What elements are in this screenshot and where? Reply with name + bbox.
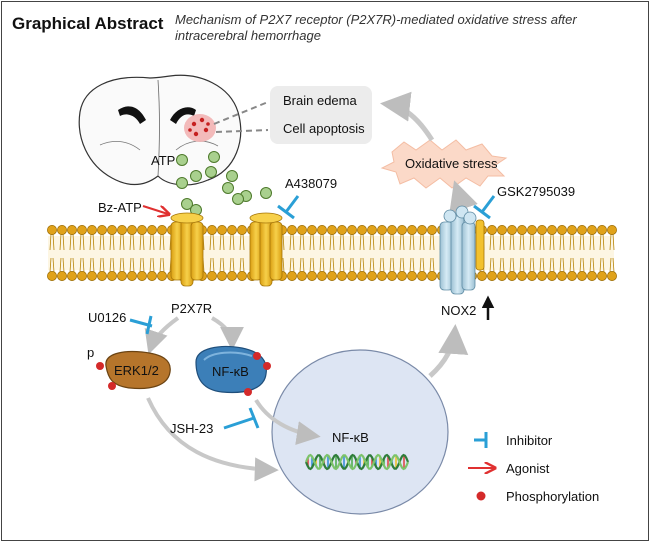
figure-title: Graphical Abstract [12, 14, 164, 33]
p2x7r-channel [170, 212, 204, 287]
brain-section [78, 74, 242, 186]
label-brain-edema: Brain edema [283, 93, 357, 108]
label-bz-atp: Bz-ATP [98, 200, 142, 215]
inhibitor-mark-jsh23 [223, 407, 260, 430]
label-erk: ERK1/2 [114, 363, 159, 378]
label-jsh23: JSH-23 [170, 421, 213, 436]
legend-inhibitor-symbol [474, 432, 488, 448]
atp-molecule [176, 154, 188, 166]
phospho-dot [108, 382, 116, 390]
label-nox2: NOX2 [441, 303, 476, 318]
arrow-p2x7r-to-nfkb [210, 316, 244, 351]
arrow-erk-to-nucleus [146, 397, 279, 482]
label-nfkb-nucleus: NF-κB [332, 430, 369, 445]
label-oxidative-stress: Oxidative stress [405, 156, 498, 171]
label-phospho-p: p [87, 345, 94, 360]
atp-molecule [190, 170, 202, 182]
arrow-p2x7r-to-erk [144, 316, 180, 355]
phospho-dot [263, 362, 271, 370]
label-atp: ATP [151, 153, 175, 168]
atp-molecule [232, 193, 244, 205]
atp-molecule [176, 177, 188, 189]
cell-membrane [47, 225, 617, 281]
label-u0126: U0126 [88, 310, 126, 325]
dashed-link-apoptosis [215, 129, 269, 133]
legend-agonist-label: Agonist [506, 461, 550, 476]
label-cell-apoptosis: Cell apoptosis [283, 121, 365, 136]
atp-molecule [222, 182, 234, 194]
phospho-dot [253, 352, 261, 360]
label-a438079: A438079 [285, 176, 337, 191]
legend-inhibitor-label: Inhibitor [506, 433, 553, 448]
atp-molecules [176, 151, 272, 216]
erk-protein [105, 350, 171, 390]
legend: Inhibitor Agonist Phosphorylation [468, 432, 599, 504]
arrow-stress-to-outcome [380, 91, 435, 142]
figure-subtitle: Mechanism of P2X7 receptor (P2X7R)-media… [175, 12, 577, 43]
oxidative-stress-burst [380, 139, 508, 189]
inhibitor-mark-a438079 [277, 195, 300, 220]
atp-molecule [181, 198, 193, 210]
label-nfkb-cytoplasm: NF-κB [212, 364, 249, 379]
nox2-complex [439, 205, 485, 295]
phospho-dot [96, 362, 104, 370]
nfkb-protein [195, 345, 267, 394]
label-p2x7r: P2X7R [171, 301, 212, 316]
p2x7r-channel-blocked [249, 212, 283, 287]
phospho-dot [244, 388, 252, 396]
outcome-box [270, 86, 372, 144]
inhibitor-mark-u0126 [129, 315, 153, 335]
arrow-nfkb-to-nucleus [254, 398, 321, 445]
atp-molecule [260, 187, 272, 199]
legend-phospho-symbol [476, 491, 486, 501]
atp-molecule [205, 166, 217, 178]
legend-phospho-label: Phosphorylation [506, 489, 599, 504]
atp-molecule [226, 170, 238, 182]
label-gsk2795039: GSK2795039 [497, 184, 575, 199]
nucleus [271, 349, 449, 515]
dna-helix [304, 453, 410, 471]
inhibitor-mark-gsk2795039 [473, 195, 496, 220]
agonist-arrow-bz-atp [142, 205, 168, 214]
arrow-nucleus-to-nox2 [428, 324, 469, 378]
atp-molecule [208, 151, 220, 163]
